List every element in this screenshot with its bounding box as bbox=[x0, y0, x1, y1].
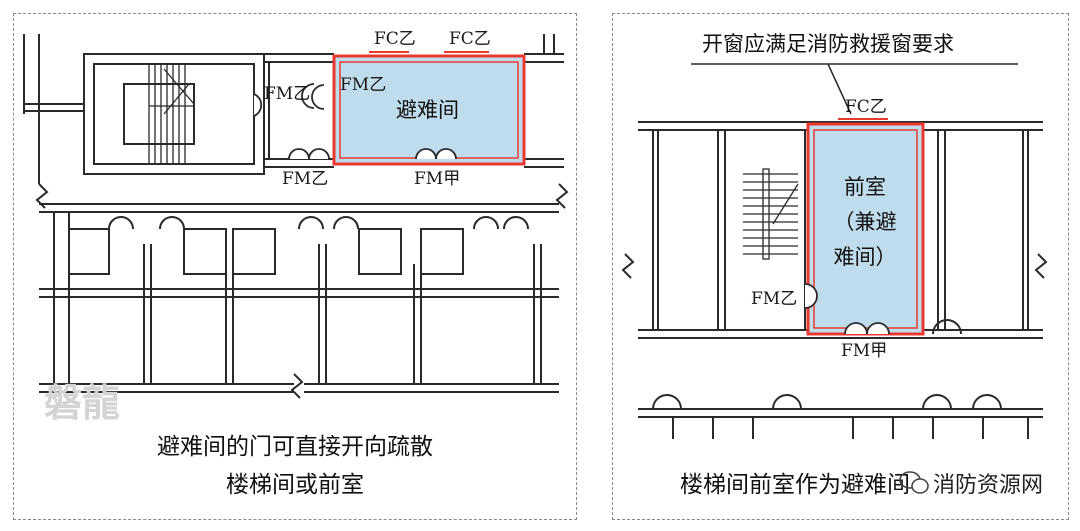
left-caption-line1: 避难间的门可直接开向疏散 bbox=[157, 434, 433, 460]
source-mark: 消防资源网 bbox=[933, 473, 1043, 498]
window-note: 开窗应满足消防救援窗要求 bbox=[702, 32, 954, 56]
refuge-room bbox=[332, 54, 526, 166]
anteroom-label-1: 前室 bbox=[844, 175, 886, 199]
fm-label-bottom-right: FM甲 bbox=[841, 341, 887, 361]
fm-label-left: FM乙 bbox=[264, 84, 310, 104]
right-floor-plan: 开窗应满足消防救援窗要求 bbox=[621, 32, 1048, 498]
refuge-room-label: 避难间 bbox=[396, 98, 459, 122]
fc-label-top: FC乙 bbox=[845, 97, 887, 117]
watermark-logo: 磐龍 bbox=[44, 380, 120, 425]
right-caption: 楼梯间前室作为避难间 bbox=[680, 472, 910, 498]
left-panel: FC乙 FC乙 FM乙 FM乙 FM乙 FM甲 避难间 磐龍 避难间的门可直接开… bbox=[13, 13, 577, 520]
anteroom-refuge bbox=[806, 122, 925, 336]
fc-label-left: FC乙 bbox=[374, 29, 416, 49]
anteroom-label-3: 难间） bbox=[834, 245, 897, 269]
anteroom-label-2: （兼避 bbox=[834, 210, 897, 234]
fm-label-bottom: FM乙 bbox=[282, 169, 328, 189]
right-panel: 开窗应满足消防救援窗要求 bbox=[612, 13, 1069, 520]
wechat-logo-icon bbox=[899, 471, 929, 494]
fm-label-side: FM乙 bbox=[751, 289, 797, 309]
left-floor-plan: FC乙 FC乙 FM乙 FM乙 FM乙 FM甲 避难间 磐龍 避难间的门可直接开… bbox=[23, 29, 569, 498]
fm-label-inner: FM乙 bbox=[340, 75, 386, 95]
fc-label-right: FC乙 bbox=[449, 29, 491, 49]
left-caption-line2: 楼梯间或前室 bbox=[226, 472, 364, 498]
fm-label-main: FM甲 bbox=[414, 169, 460, 189]
